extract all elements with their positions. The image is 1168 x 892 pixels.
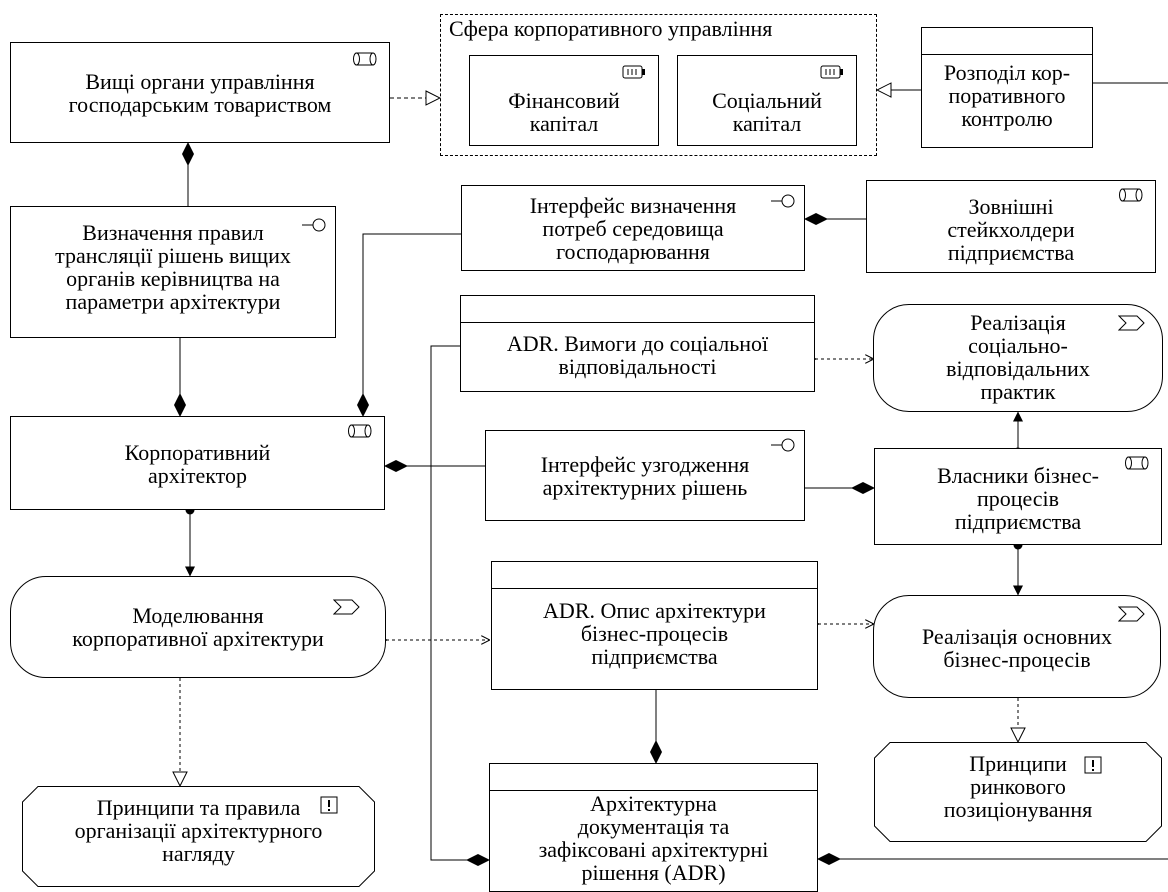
object-header-band [492,562,817,589]
node-text-line: ADR. Опис архітектури [543,598,766,623]
node-text-line: підприємства [947,240,1075,265]
node-text-line: рішення (ADR) [581,860,726,885]
node-text-line: Вищі органи управління [85,69,315,94]
node-text-line: бізнес-процесів [943,647,1091,672]
actor-cylinder-icon [1125,456,1149,475]
node-text-line: позиціонування [943,797,1093,822]
market-principles-node[interactable]: Принципи ринкового позиціонування [874,742,1162,842]
node-text-line: архітектурних рішень [542,475,748,500]
core-processes-node[interactable]: Реалізація основних бізнес-процесів [873,595,1161,698]
interface-lollipop-icon [770,437,796,458]
resource-battery-icon [820,65,844,84]
node-text-line: бізнес-процесів [580,621,729,646]
process-owners-node[interactable]: Власники бізнес- процесів підприємства [874,448,1162,545]
node-text-line: параметри архітектури [65,289,281,314]
node-text-line: корпоративної архітектури [72,626,324,651]
principle-octagon-shape [22,786,375,887]
node-text-line: Розподіл кор- [943,60,1071,85]
corporate-architect-node[interactable]: Корпоративний архітектор [10,416,385,510]
node-text-line: Зовнішні [968,194,1054,219]
node-text-line: ADR. Вимоги до соціальної [506,331,769,356]
object-header-band [922,28,1092,55]
node-text-line: Принципи та правила [96,795,301,820]
social-capital-node[interactable]: Соціальний капітал [677,55,857,146]
node-text-line: практик [980,379,1056,404]
node-text-line: поративного [948,83,1066,108]
node-text-line: підприємства [954,509,1082,534]
node-text-line: Корпоративний [124,440,271,465]
oversight-principles-node[interactable]: Принципи та правила організації архітект… [22,786,375,887]
node-text-line: стейкхолдери [947,217,1075,242]
node-text-line: документація та [577,814,730,839]
node-text-line: архітектор [148,463,247,488]
node-text-line: ринкового [970,774,1066,799]
rules-definition-node[interactable]: Визначення правил трансляції рішень вищи… [10,206,336,338]
node-text-line: господарським товариством [68,92,332,117]
group-title: Сфера корпоративного управління [449,16,773,41]
composition-needs-architect [357,233,461,417]
adr-processes-node[interactable]: ADR. Опис архітектури бізнес-процесів пі… [491,561,818,690]
interface-lollipop-icon [770,193,796,214]
node-text-line: Моделювання [132,603,264,628]
coordination-interface-node[interactable]: Інтерфейс узгодження архітектурних рішен… [485,430,805,521]
actor-cylinder-icon [1119,188,1143,207]
node-text-line: трансляції рішень вищих [55,243,291,268]
node-text-line: зафіксовані архітектурні [538,837,769,862]
social-practices-node[interactable]: Реалізація соціально- відповідальних пра… [873,304,1163,412]
actor-cylinder-icon [353,52,377,71]
node-text-line: соціально- [968,333,1068,358]
corporate-governance-group: Сфера корпоративного управління [440,14,877,156]
node-text-line: капітал [732,111,802,136]
principle-exclamation-icon [320,796,338,819]
node-text-line: Інтерфейс узгодження [540,452,750,477]
node-text-line: Соціальний [712,88,822,113]
financial-capital-node[interactable]: Фінансовий капітал [469,55,659,146]
external-stakeholders-node[interactable]: Зовнішні стейкхолдери підприємства [866,180,1156,273]
object-header-band [461,296,814,323]
modeling-node[interactable]: Моделювання корпоративної архітектури [10,576,386,678]
node-text-line: органів керівництва на [66,266,280,291]
node-text-line: господарювання [556,239,710,264]
node-text-line: Архітектурна [590,791,717,816]
needs-interface-node[interactable]: Інтерфейс визначення потреб середовища г… [461,185,805,271]
node-text-line: капітал [529,111,599,136]
node-text-line: Визначення правил [82,220,264,245]
process-chevron-icon [1117,315,1146,336]
node-text-line: Реалізація [970,310,1066,335]
node-text-line: Власники бізнес- [937,463,1099,488]
arch-documentation-node[interactable]: Архітектурна документація та зафіксовані… [489,763,818,892]
control-distribution-node[interactable]: Розподіл кор- поративного контролю [921,27,1093,148]
node-text-line: організації архітектурного [74,818,323,843]
governing-bodies-node[interactable]: Вищі органи управління господарським тов… [10,42,390,143]
process-chevron-icon [1117,606,1146,627]
principle-exclamation-icon [1084,756,1102,779]
node-text-line: Фінансовий [508,88,620,113]
node-text-line: підприємства [591,644,718,669]
composition-adrsocial-documentation [430,345,490,866]
node-text-line: відповідальних [946,356,1090,381]
interface-lollipop-icon [301,217,327,238]
adr-social-node[interactable]: ADR. Вимоги до соціальної відповідальнос… [460,295,815,392]
node-text-line: потреб середовища [542,216,724,241]
node-text-line: нагляду [162,841,235,866]
resource-battery-icon [622,65,646,84]
node-text-line: відповідальності [558,354,717,379]
node-text-line: Інтерфейс визначення [529,193,737,218]
node-text-line: процесів [976,486,1060,511]
process-chevron-icon [332,599,361,620]
object-header-band [490,764,817,791]
actor-cylinder-icon [348,424,372,443]
node-text-line: Реалізація основних [921,624,1112,649]
node-text-line: Принципи [969,751,1067,776]
node-text-line: контролю [961,106,1053,131]
